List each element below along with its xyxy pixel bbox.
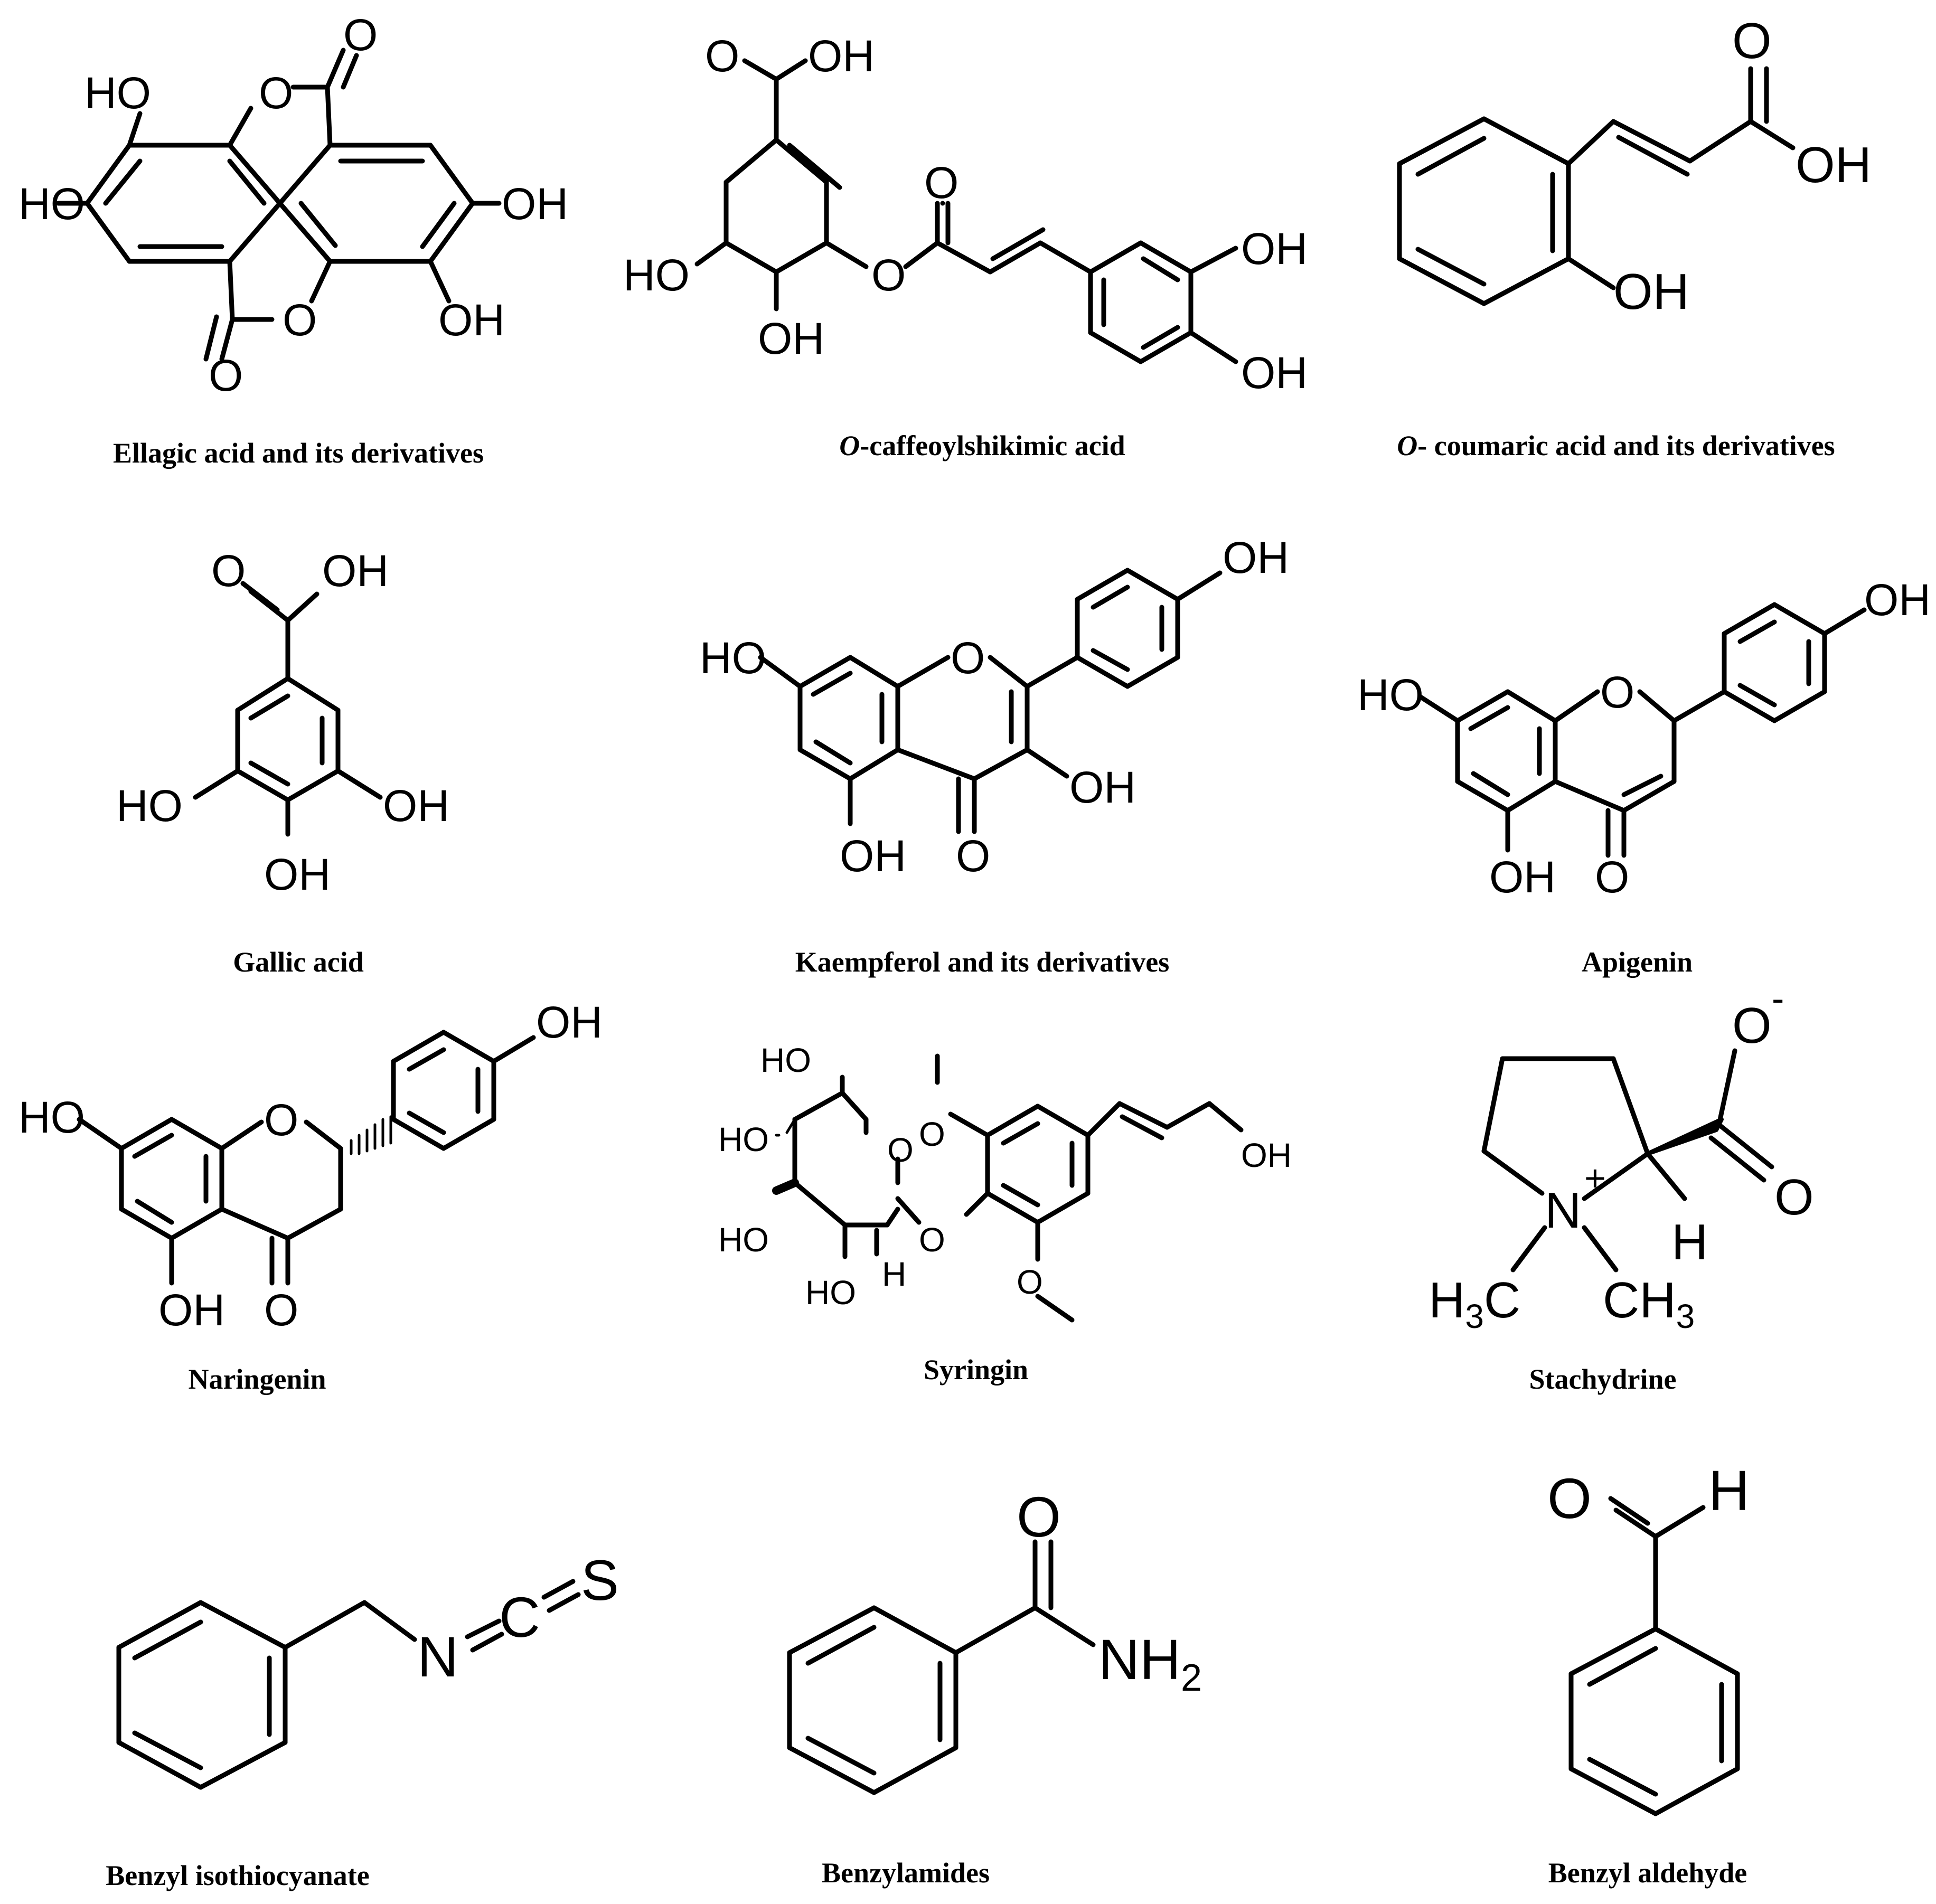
- atom-label: O: [1017, 1485, 1061, 1549]
- atom-label: O: [924, 158, 958, 208]
- atom-label: C: [499, 1585, 540, 1649]
- atom-label: OH: [1223, 533, 1289, 582]
- caption-apigenin: Apigenin: [1582, 946, 1693, 978]
- atom-label: HO: [1357, 670, 1424, 720]
- caption-caffeoylshikimic-acid: O-caffeoylshikimic acid: [839, 430, 1125, 461]
- amide-nh2: NH2: [1098, 1627, 1202, 1699]
- atom-label: O: [951, 633, 985, 683]
- structure-caffeoylshikimic-acid: O OH O O HO OH OH OH: [623, 31, 1308, 398]
- atom-label: S: [581, 1548, 619, 1612]
- charge-minus: -: [1772, 978, 1784, 1019]
- atom-label: O: [919, 1115, 945, 1153]
- atom-label: O: [1547, 1466, 1592, 1530]
- atom-label: OH: [1613, 263, 1689, 320]
- atom-label: OH: [158, 1285, 225, 1335]
- atom-label: OH: [502, 179, 568, 229]
- caption-stachydrine: Stachydrine: [1529, 1363, 1676, 1395]
- atom-label: HO: [18, 1092, 85, 1142]
- atom-label: HO: [18, 179, 85, 229]
- atom-label: O: [887, 1131, 914, 1169]
- atom-label: OH: [840, 831, 906, 881]
- atom-label: H: [1671, 1214, 1708, 1270]
- atom-label: HO: [623, 250, 690, 300]
- atom-label: O: [343, 10, 378, 60]
- atom-label: OH: [322, 546, 389, 596]
- atom-label: O: [209, 351, 243, 400]
- atom-label: OH: [438, 295, 505, 345]
- atom-label: O: [1600, 667, 1634, 717]
- charge-plus: +: [1584, 1157, 1606, 1199]
- caption-coumaric-acid: O- coumaric acid and its derivatives: [1397, 430, 1835, 461]
- atom-label: OH: [1241, 1136, 1292, 1174]
- atom-label: N: [417, 1625, 458, 1689]
- atom-label: O: [1732, 997, 1772, 1054]
- structure-syringin: HO HO HO HO O H O O O OH: [718, 1041, 1292, 1323]
- caption-naringenin: Naringenin: [188, 1363, 326, 1395]
- atom-label: N: [1545, 1182, 1581, 1239]
- atom-label: HO: [718, 1221, 769, 1259]
- atom-label: O: [705, 31, 739, 81]
- atom-label: O: [956, 831, 990, 881]
- atom-label: H: [882, 1255, 906, 1293]
- atom-label: O: [264, 1285, 298, 1335]
- atom-label: OH: [1489, 852, 1556, 902]
- caption-syringin: Syringin: [924, 1354, 1028, 1385]
- structure-ellagic-acid: HO HO O O OH O OH O: [18, 10, 568, 400]
- atom-label: O: [919, 1221, 945, 1259]
- caption-benzyl-aldehyde: Benzyl aldehyde: [1548, 1857, 1747, 1889]
- atom-label: O: [264, 1095, 298, 1145]
- structure-kaempferol: O HO OH OH OH O: [700, 533, 1289, 881]
- structure-o-coumaric-acid: O OH OH: [1397, 13, 1872, 320]
- structure-apigenin: O HO OH OH O: [1357, 575, 1931, 902]
- atom-label: HO: [700, 633, 766, 683]
- atom-label: OH: [1069, 762, 1136, 812]
- atom-label: HO: [718, 1120, 769, 1158]
- atom-label: OH: [808, 31, 875, 81]
- atom-label: OH: [1796, 137, 1872, 193]
- structure-stachydrine: O - O N + H H3C CH3: [1428, 978, 1814, 1335]
- atom-label: O: [211, 546, 246, 596]
- atom-label: OH: [1864, 575, 1931, 625]
- atom-label: O: [1732, 13, 1772, 69]
- atom-label: O: [871, 250, 906, 300]
- caption-gallic-acid: Gallic acid: [233, 946, 363, 978]
- methyl-right: CH3: [1603, 1272, 1695, 1335]
- caption-benzyl-isothiocyanate: Benzyl isothiocyanate: [106, 1860, 369, 1891]
- caption-benzylamides: Benzylamides: [822, 1857, 990, 1889]
- structure-benzyl-isothiocyanate: N C S: [116, 1548, 619, 1790]
- atom-label: OH: [264, 850, 331, 899]
- structure-benzyl-aldehyde: O H: [1547, 1458, 1750, 1816]
- atom-label: O: [1774, 1169, 1814, 1226]
- methyl-left: H3C: [1428, 1272, 1520, 1335]
- atom-label: HO: [760, 1041, 811, 1079]
- atom-label: OH: [536, 997, 603, 1047]
- atom-label: HO: [116, 781, 183, 831]
- caption-ellagic-acid: Ellagic acid and its derivatives: [113, 437, 484, 469]
- atom-label: H: [1708, 1458, 1750, 1522]
- atom-label: O: [283, 295, 317, 345]
- structure-naringenin: O HO OH OH O: [18, 997, 603, 1335]
- atom-label: HO: [805, 1274, 856, 1312]
- structure-benzylamides: O NH2: [787, 1485, 1202, 1795]
- atom-label: OH: [1241, 224, 1308, 274]
- atom-label: OH: [758, 314, 824, 363]
- atom-label: OH: [1241, 348, 1308, 398]
- caption-kaempferol: Kaempferol and its derivatives: [795, 946, 1169, 978]
- atom-label: OH: [383, 781, 449, 831]
- atom-label: O: [259, 68, 293, 118]
- structure-gallic-acid: O OH HO OH OH: [116, 546, 449, 899]
- atom-label: O: [1017, 1263, 1043, 1301]
- atom-label: O: [1595, 852, 1629, 902]
- atom-label: HO: [84, 68, 151, 118]
